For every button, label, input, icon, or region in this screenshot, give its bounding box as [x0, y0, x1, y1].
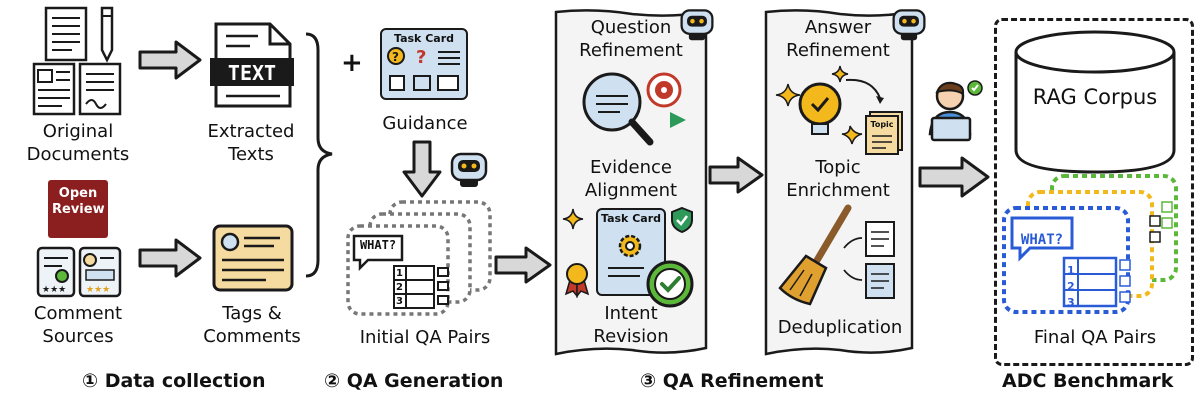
review-sources-icon: ★★★ ★★★: [36, 246, 122, 298]
stage-qa-generation: ② QA Generation: [324, 370, 504, 392]
deduplication-label: Deduplication: [777, 317, 903, 338]
ai-robot-icon: [892, 9, 926, 41]
gear-check-icon: [608, 234, 694, 308]
documents-icon: [32, 6, 122, 116]
adc-benchmark-box: [994, 18, 1194, 366]
award-medal-icon: [564, 263, 590, 299]
final-what-bubble: WHAT?: [1020, 232, 1064, 248]
final-qa-stack: [1002, 174, 1178, 314]
initial-row-1: 1: [396, 268, 403, 279]
answer-refinement-label: Answer Refinement: [786, 17, 890, 61]
topic-card-label: Topic: [870, 120, 894, 129]
plus-sign: +: [341, 48, 363, 78]
openreview-badge-text: Open Review: [52, 186, 105, 217]
svg-text:★★★: ★★★: [42, 285, 66, 295]
text-file-icon: [210, 22, 294, 108]
topic-enrichment-label: Topic Enrichment: [786, 157, 890, 201]
guidance-card-title: Task Card: [394, 32, 454, 45]
final-row-1: 1: [1067, 264, 1075, 277]
ai-robot-icon: [450, 152, 488, 187]
initial-row-3: 3: [396, 296, 403, 307]
evidence-alignment-label: Evidence Alignment: [584, 157, 678, 201]
arrow-comments-to-tags: [138, 238, 202, 278]
arrow-question-to-answer: [708, 156, 764, 194]
arrow-docs-to-texts: [138, 40, 202, 80]
ai-robot-icon: [680, 9, 714, 41]
rag-corpus-label: RAG Corpus: [1032, 85, 1158, 109]
original-documents-label: Original Documents: [26, 121, 130, 165]
broom-docs-icon: [778, 204, 895, 306]
magnifier-target-icon: [582, 72, 686, 146]
openreview-badge: Open Review: [48, 180, 108, 238]
initial-qa-pairs-label: Initial QA Pairs: [359, 327, 491, 348]
initial-what-bubble: WHAT?: [359, 238, 397, 252]
svg-text:?: ?: [392, 50, 399, 64]
initial-qa-stack: [346, 200, 492, 316]
tags-comments-label: Tags & Comments: [203, 303, 301, 347]
merge-bracket: [305, 32, 333, 278]
bulb-sparkle-icon: [775, 65, 903, 155]
comment-sources-label: Comment Sources: [33, 303, 123, 347]
initial-row-2: 2: [396, 282, 403, 293]
shield-check-icon: [671, 206, 693, 234]
stage-adc-benchmark: ADC Benchmark: [1002, 370, 1174, 392]
arrow-initial-to-refine: [494, 246, 552, 284]
svg-text:?: ?: [416, 47, 426, 68]
final-row-2: 2: [1067, 280, 1075, 293]
final-row-3: 3: [1067, 296, 1075, 309]
intent-revision-label: Intent Revision: [593, 303, 669, 347]
extracted-texts-label: Extracted Texts: [207, 121, 295, 165]
arrow-guidance-down: [402, 140, 442, 198]
stage-qa-refinement: ③ QA Refinement: [640, 370, 824, 392]
human-reviewer-icon: [928, 80, 983, 142]
svg-text:★★★: ★★★: [86, 285, 110, 295]
stage-data-collection: ① Data collection: [82, 370, 266, 392]
intent-card-title: Task Card: [601, 212, 661, 225]
guidance-card-icons: ? ?: [387, 47, 460, 91]
arrow-answer-to-benchmark: [918, 156, 990, 198]
rag-corpus-cylinder: [1014, 30, 1176, 174]
tag-note-icon: [212, 224, 294, 292]
final-qa-pairs-label: Final QA Pairs: [1033, 327, 1157, 348]
text-icon-word: TEXT: [227, 61, 277, 85]
guidance-label: Guidance: [382, 113, 468, 134]
question-refinement-label: Question Refinement: [579, 17, 683, 61]
sparkle-icon: [562, 208, 584, 230]
